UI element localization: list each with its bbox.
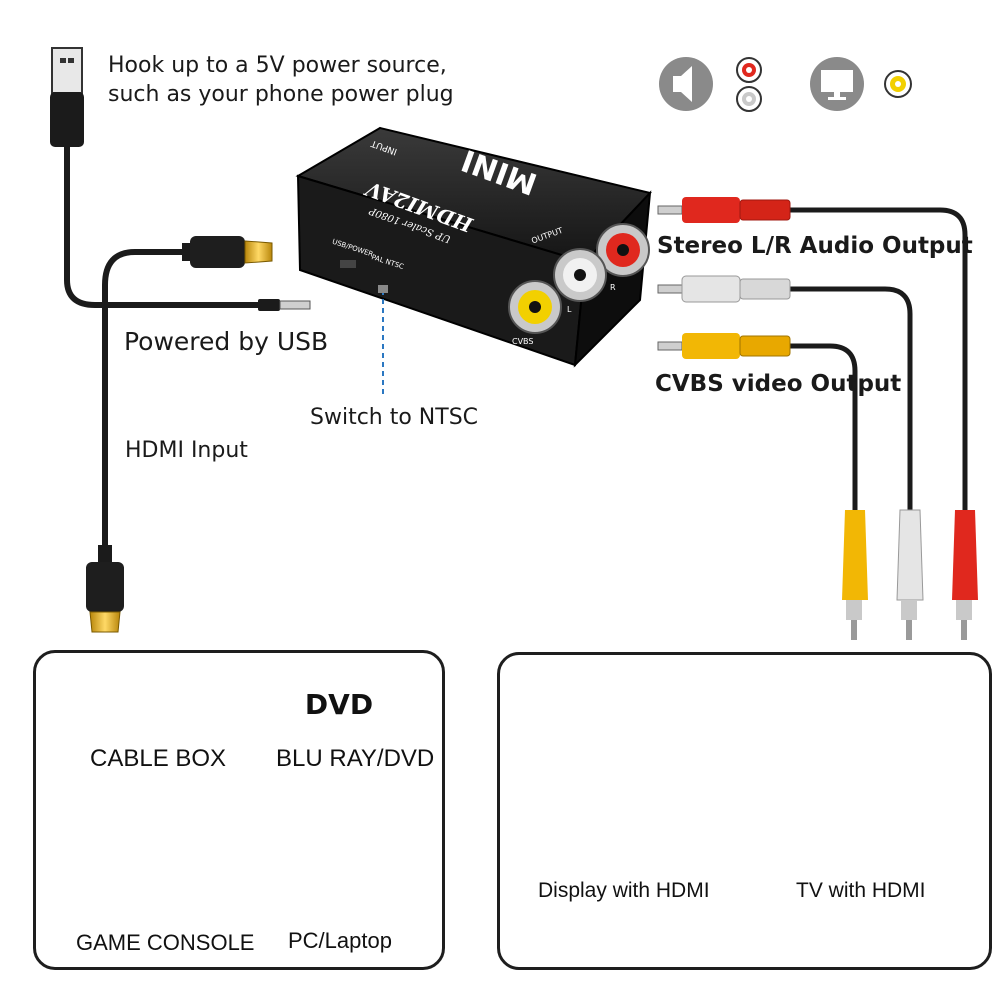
usb-plug-metal [51, 47, 83, 94]
jack-r [596, 223, 650, 277]
hdmi-plug-bottom [86, 562, 124, 612]
blu-ray-label: BLU RAY/DVD [276, 745, 435, 772]
micro-usb-plug [258, 299, 280, 311]
game-console-label: GAME CONSOLE [76, 930, 255, 955]
usb-plug-body [50, 92, 84, 147]
display-hdmi-label: Display with HDMI [538, 879, 710, 902]
dvd-badge: DVD [304, 688, 374, 721]
hdmi-input-label: HDMI Input [125, 438, 248, 463]
displays-panel: Display with HDMI TV with HDMI [497, 652, 992, 970]
sources-panel: DVD CABLE BOX BLU RAY/DVD GAME CONSOLE P… [33, 650, 445, 970]
usb-cable [50, 47, 311, 311]
tv-hdmi-label: TV with HDMI [796, 879, 926, 902]
jack-l [553, 248, 607, 302]
jack-cvbs [508, 280, 562, 334]
hdmi-plug-top [190, 236, 245, 268]
pc-laptop-label: PC/Laptop [288, 928, 392, 953]
device-jack-cvbs-label: CVBS [512, 337, 533, 346]
video-jack-icon [884, 70, 912, 98]
hdmi2av-converter: MINI HDMI2AV UP Scaler 1080P INPUT OUTPU… [295, 126, 652, 395]
power-source-line2: such as your phone power plug [108, 82, 454, 107]
cable-box-label: CABLE BOX [90, 745, 227, 772]
audio-jacks-icon [736, 57, 762, 112]
power-source-line1: Hook up to a 5V power source, [108, 53, 447, 78]
stereo-output-label: Stereo L/R Audio Output [657, 233, 973, 259]
switch-ntsc-label: Switch to NTSC [310, 405, 479, 430]
rca-cables [657, 197, 978, 640]
hdmi-cable [86, 236, 273, 633]
powered-by-usb-label: Powered by USB [124, 327, 329, 356]
cvbs-output-label: CVBS video Output [655, 371, 902, 397]
monitor-icon [810, 57, 864, 111]
speaker-icon [659, 57, 713, 111]
device-jack-r-label: R [610, 283, 616, 292]
device-jack-l-label: L [567, 305, 572, 314]
